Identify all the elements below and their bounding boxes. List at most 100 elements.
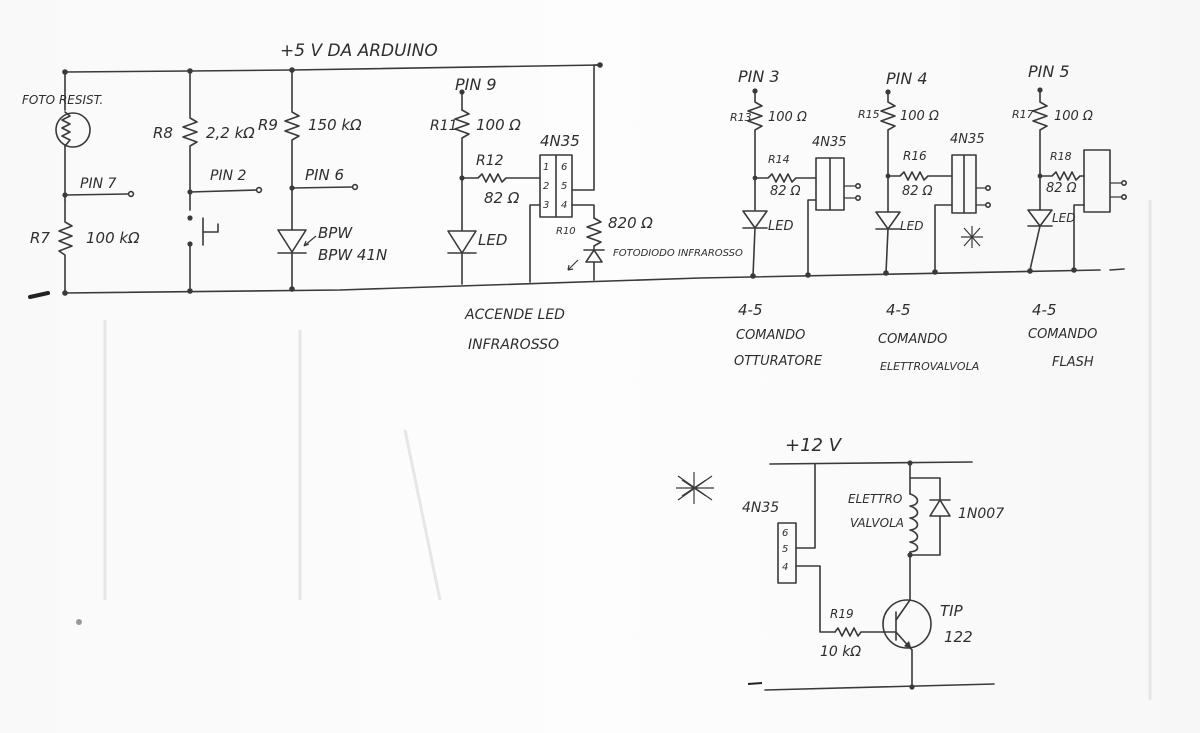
out5-caption-2: FLASH: [1052, 355, 1094, 370]
out4-pin-label: PIN 4: [886, 69, 928, 88]
out5-rmid-ref: R18: [1050, 150, 1072, 163]
out5-led-label: LED: [1052, 211, 1076, 225]
out3-ic-label: 4N35: [812, 135, 847, 150]
pin6-label: PIN 6: [305, 166, 344, 184]
pin9-input: [459, 89, 465, 111]
ir-led-label: LED: [478, 231, 507, 249]
ic1-pin3: 3: [543, 200, 549, 211]
r12-resistor: [459, 173, 541, 183]
out3-stage: [742, 88, 861, 277]
r9-ref: R9: [258, 116, 278, 134]
out5-caption-1: COMANDO: [1028, 327, 1097, 342]
valve-ic-pin6: 6: [782, 528, 788, 539]
out5-pins-note: 4-5: [1032, 301, 1057, 319]
out4-caption-2: ELETTROVALVOLA: [880, 360, 979, 373]
r19-value: 10 kΩ: [820, 644, 861, 660]
valve-rail-label: +12 V: [785, 435, 843, 456]
ic1-pin6: 6: [561, 162, 567, 173]
r10-ref: R10: [556, 226, 576, 237]
out3-rmid-value: 82 Ω: [770, 184, 801, 199]
pin2-tap: [187, 186, 263, 195]
out4-rmid-value: 82 Ω: [902, 184, 933, 199]
pin7-tap: [62, 190, 135, 198]
out4-stage: [875, 89, 991, 274]
bpw41n-label-2: BPW 41N: [318, 246, 387, 264]
r9-resistor: [284, 69, 300, 231]
r7-resistor: [58, 199, 73, 294]
ic1-pin4: 4: [561, 200, 567, 211]
top-rail-label: +5 V DA ARDUINO: [280, 41, 438, 61]
r19-ref: R19: [830, 607, 854, 621]
ground-rail-wire: [28, 267, 1125, 299]
valve-ic-pin5: 5: [782, 544, 788, 555]
pin2-label: PIN 2: [210, 168, 246, 184]
ic1-pin5: 5: [561, 181, 567, 192]
r8-ref: R8: [153, 124, 173, 142]
out3-pins-note: 4-5: [738, 301, 763, 319]
asterisk-mark-1: [961, 226, 983, 248]
ir-caption-1: ACCENDE LED: [464, 307, 565, 323]
out3-caption-2: OTTURATORE: [734, 354, 823, 369]
tip122-label-2: 122: [944, 628, 973, 646]
paper-bleed: [103, 200, 1152, 700]
diode-1n007-label: 1N007: [958, 506, 1004, 522]
4n35-ir-optocoupler: [529, 64, 601, 283]
out4-caption-1: COMANDO: [878, 332, 947, 347]
out4-led-label: LED: [900, 219, 924, 233]
r12-ref: R12: [476, 153, 504, 169]
bpw41n-label-1: BPW: [318, 224, 353, 242]
out5-rmid-value: 82 Ω: [1046, 181, 1077, 196]
out3-led-label: LED: [768, 219, 793, 234]
out3-rtop-ref: R13: [730, 111, 752, 124]
out3-rmid-ref: R14: [768, 153, 790, 166]
valve-ground-rail: [747, 682, 995, 691]
r10-resistor: [586, 217, 602, 251]
ir-caption-2: INFRAROSSO: [468, 337, 559, 353]
flyback-diode: [909, 477, 951, 556]
out4-rmid-ref: R16: [903, 149, 927, 163]
pin9-label: PIN 9: [455, 75, 497, 94]
valve-coil-label-1: ELETTRO: [848, 492, 902, 506]
pin7-label: PIN 7: [80, 176, 116, 192]
tip122-transistor: [882, 599, 932, 689]
out3-rtop-value: 100 Ω: [768, 110, 807, 125]
valve-ic-label: 4N35: [742, 500, 779, 516]
valve-coil-label-2: VALVOLA: [850, 516, 904, 530]
bpw41n-photodiode: [277, 229, 317, 290]
r11-resistor: [454, 109, 470, 231]
out5-rtop-ref: R17: [1012, 108, 1034, 121]
r8-resistor: [182, 70, 198, 211]
out5-rtop-value: 100 Ω: [1054, 109, 1093, 124]
out5-stage: [1027, 87, 1128, 271]
r11-value: 100 Ω: [476, 116, 521, 134]
asterisk-mark-2: [676, 472, 714, 504]
valve-ic-pin4: 4: [782, 562, 788, 573]
pushbutton-switch: [187, 215, 219, 292]
r12-value: 82 Ω: [484, 189, 520, 207]
valve-12v-rail: [769, 460, 973, 466]
out4-pins-note: 4-5: [886, 301, 911, 319]
r19-resistor: [834, 627, 886, 637]
out4-rtop-ref: R15: [858, 108, 880, 121]
out3-pin-label: PIN 3: [738, 67, 780, 86]
r7-ref: R7: [30, 229, 50, 247]
out4-rtop-value: 100 Ω: [900, 109, 939, 124]
ic1-label: 4N35: [540, 132, 580, 150]
photoresistor-label: FOTO RESIST.: [22, 93, 103, 107]
ic1-pin1: 1: [543, 162, 549, 173]
ic1-pin2: 2: [543, 181, 549, 192]
valve-coil: [907, 462, 919, 601]
tip122-label-1: TIP: [940, 602, 964, 620]
r7-value: 100 kΩ: [86, 229, 140, 247]
r9-value: 150 kΩ: [308, 116, 362, 134]
out4-ic-label: 4N35: [950, 132, 985, 147]
r8-value: 2,2 kΩ: [206, 124, 255, 142]
r11-ref: R11: [430, 118, 458, 134]
ir-photodiode-label: FOTODIODO INFRAROSSO: [613, 248, 743, 259]
ir-photodiode-symbol: [567, 249, 605, 281]
r10-value: 820 Ω: [608, 214, 653, 232]
top-rail-wire: [62, 62, 603, 75]
photoresistor-symbol: [55, 71, 91, 201]
